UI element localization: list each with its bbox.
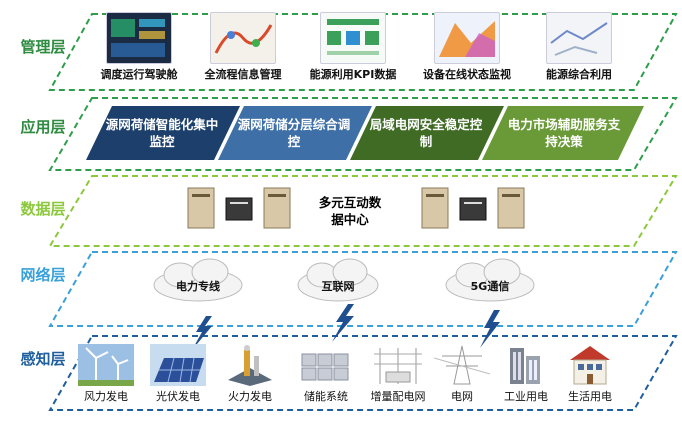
map-icon bbox=[210, 12, 276, 64]
lightning-icon bbox=[480, 310, 500, 348]
wind-turbine-icon bbox=[78, 344, 134, 386]
layer-label-network: 网络层 bbox=[20, 266, 66, 284]
cloud-icon bbox=[445, 258, 535, 302]
application-bar bbox=[86, 106, 240, 160]
thermal-plant-icon bbox=[222, 344, 278, 386]
sensing-item-label: 增量配电网 bbox=[370, 390, 426, 403]
application-item-label[interactable]: 局域电网安全稳定控制 bbox=[369, 117, 483, 149]
application-bar bbox=[350, 106, 504, 160]
sensing-item-label: 火力发电 bbox=[228, 390, 272, 403]
management-item[interactable]: 调度运行驾驶舱 bbox=[84, 12, 194, 82]
lightning-icon bbox=[192, 316, 212, 350]
battery-storage-icon bbox=[298, 344, 354, 386]
application-bar bbox=[218, 106, 372, 160]
sensing-item[interactable]: 风力发电 bbox=[70, 344, 142, 404]
sensing-item[interactable]: 光伏发电 bbox=[142, 344, 214, 404]
management-item-label: 调度运行驾驶舱 bbox=[100, 68, 178, 81]
surface-chart-icon bbox=[434, 12, 500, 64]
server-group-right bbox=[421, 187, 525, 229]
sensing-item-label: 生活用电 bbox=[568, 390, 612, 403]
management-item-label: 全流程信息管理 bbox=[204, 68, 282, 81]
application-item-label[interactable]: 源网荷储智能化集中监控 bbox=[105, 117, 219, 149]
layer-label-application: 应用层 bbox=[20, 118, 66, 136]
layer-label-management: 管理层 bbox=[20, 38, 66, 56]
cloud-icon bbox=[153, 258, 243, 302]
sensing-item-label: 风力发电 bbox=[84, 390, 128, 403]
network-label: 5G通信 bbox=[470, 280, 510, 293]
cloud-icon bbox=[297, 258, 379, 302]
sensing-layer-frame bbox=[48, 335, 678, 411]
management-item-label: 能源综合利用 bbox=[546, 68, 612, 81]
layer-label-data: 数据层 bbox=[20, 200, 66, 218]
network-label: 互联网 bbox=[321, 280, 355, 293]
sensing-item[interactable]: 火力发电 bbox=[214, 344, 286, 404]
layer-label-sensing: 感知层 bbox=[20, 350, 66, 368]
data-layer-frame bbox=[48, 175, 678, 247]
sensing-item-label: 电网 bbox=[451, 390, 473, 403]
data-center-label: 多元互动数据中心 bbox=[318, 195, 382, 227]
sensing-item[interactable]: 储能系统 bbox=[290, 344, 362, 404]
sensing-item[interactable]: 电网 bbox=[426, 344, 498, 404]
management-item[interactable]: 能源利用KPI数据 bbox=[298, 12, 408, 82]
network-label: 电力专线 bbox=[176, 280, 220, 293]
application-item-label[interactable]: 源网荷储分层综合调控 bbox=[237, 117, 351, 149]
factory-icon bbox=[498, 344, 554, 386]
kpi-icon bbox=[320, 12, 386, 64]
sensing-item-label: 储能系统 bbox=[304, 390, 348, 403]
lightning-icon bbox=[332, 304, 354, 342]
management-item[interactable]: 能源综合利用 bbox=[524, 12, 634, 82]
map-icon bbox=[546, 12, 612, 64]
server-group-left bbox=[187, 187, 291, 229]
application-item-label[interactable]: 电力市场辅助服务支持决策 bbox=[507, 117, 621, 149]
solar-panel-icon bbox=[150, 344, 206, 386]
substation-icon bbox=[370, 344, 426, 386]
management-layer-frame bbox=[48, 13, 678, 91]
management-item[interactable]: 全流程信息管理 bbox=[188, 12, 298, 82]
network-layer-frame bbox=[48, 251, 678, 327]
sensing-item[interactable]: 增量配电网 bbox=[362, 344, 434, 404]
management-item-label: 能源利用KPI数据 bbox=[309, 68, 397, 81]
management-item-label: 设备在线状态监视 bbox=[423, 68, 511, 81]
application-bar bbox=[482, 106, 644, 160]
sensing-item-label: 光伏发电 bbox=[156, 390, 200, 403]
sensing-item[interactable]: 工业用电 bbox=[490, 344, 562, 404]
dashboard-icon bbox=[106, 12, 172, 64]
sensing-item[interactable]: 生活用电 bbox=[554, 344, 626, 404]
power-grid-icon bbox=[433, 344, 491, 386]
house-icon bbox=[562, 344, 618, 386]
sensing-item-label: 工业用电 bbox=[504, 390, 548, 403]
management-item[interactable]: 设备在线状态监视 bbox=[412, 12, 522, 82]
